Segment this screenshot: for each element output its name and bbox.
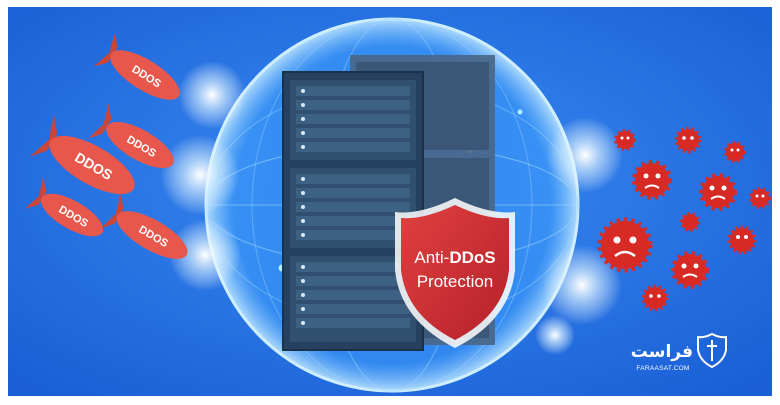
virus-icon: [597, 217, 653, 273]
ddos-bomb-2: DDOS: [88, 103, 174, 169]
ddos-bomb-4: DDOS: [24, 177, 104, 237]
brand-logo: فراست FARAASAT.COM: [631, 332, 727, 372]
virus-icon: [749, 187, 771, 209]
virus-icon: [699, 173, 737, 211]
virus-swarm: [597, 126, 771, 312]
ddos-bomb-5: DDOS: [100, 193, 188, 259]
brand-domain: FARAASAT.COM: [636, 365, 689, 372]
shield-subtitle: Protection: [417, 272, 494, 291]
virus-icon: [680, 212, 700, 232]
virus-icon: [674, 126, 702, 154]
shield-strong: DDoS: [449, 248, 495, 267]
ddos-bomb-3: DDOS: [29, 115, 135, 195]
anti-ddos-shield: Anti-DDoS Protection: [395, 198, 515, 348]
virus-icon: [727, 225, 757, 255]
virus-icon: [671, 251, 709, 289]
ddos-bomb-1: DDOS: [93, 32, 180, 100]
shield-prefix: Anti-: [414, 248, 449, 267]
impact-bursts: [160, 61, 623, 355]
virus-icon: [632, 160, 672, 200]
virus-icon: [614, 129, 636, 151]
shield-title: Anti-DDoS: [414, 248, 495, 267]
shield-sword-icon: [697, 332, 727, 369]
server-rack-front: [282, 71, 424, 351]
brand-name: فراست: [631, 342, 693, 362]
ddos-bombs: DDOS DDOS DDOS DDOS DDOS: [24, 32, 188, 259]
virus-icon: [724, 141, 746, 163]
virus-icon: [641, 284, 669, 312]
